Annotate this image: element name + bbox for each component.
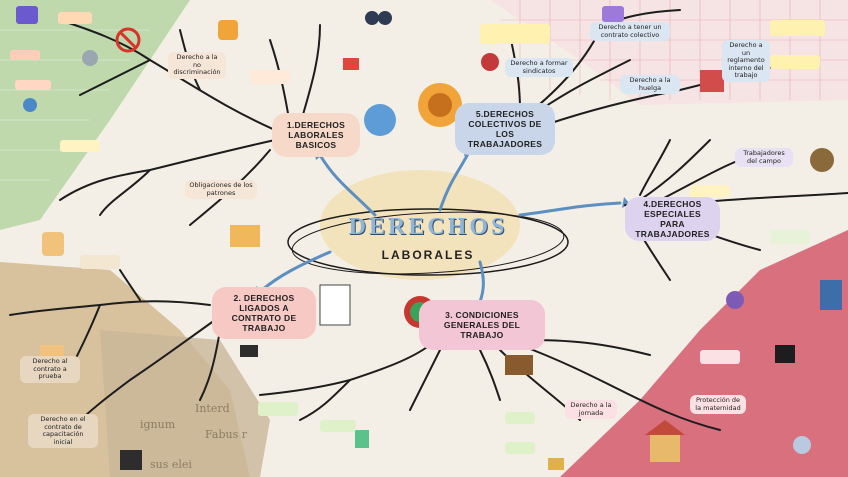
node-derechos-colectivos[interactable]: 5.DERECHOS COLECTIVOS DE LOS TRABAJADORE… xyxy=(455,103,555,155)
note-box xyxy=(58,12,92,24)
branch-capacitacion-inicial[interactable]: Derecho en el contrato de capacitación i… xyxy=(28,414,98,448)
note-box xyxy=(700,350,740,364)
branch-jornada[interactable]: Derecho a la jornada xyxy=(565,400,617,419)
note-box xyxy=(505,412,535,424)
branch-contrato-colectivo[interactable]: Derecho a tener un contrato colectivo xyxy=(590,22,670,41)
branch-trabajadores-campo[interactable]: Trabajadores del campo xyxy=(735,148,793,167)
svg-text:ignum: ignum xyxy=(140,418,176,431)
node-derechos-especiales[interactable]: 4.DERECHOS ESPECIALES PARA TRABAJADORES xyxy=(625,197,720,241)
note-box xyxy=(60,140,100,152)
note-box xyxy=(770,55,820,69)
note-box xyxy=(250,70,290,84)
center-title: DERECHOS xyxy=(348,214,508,240)
branch-formar-sindicatos[interactable]: Derecho a formar sindicatos xyxy=(505,58,573,77)
node-condiciones-generales[interactable]: 3. CONDICIONES GENERALES DEL TRABAJO xyxy=(419,300,545,350)
branch-no-discriminacion[interactable]: Derecho a la no discriminación xyxy=(168,52,226,79)
note-box xyxy=(770,230,810,244)
node-contrato-trabajo[interactable]: 2. DERECHOS LIGADOS A CONTRATO DE TRABAJ… xyxy=(212,287,316,339)
note-box xyxy=(480,24,550,44)
center-subtitle: LABORALES xyxy=(381,248,475,262)
note-box xyxy=(505,442,535,454)
branch-contrato-prueba[interactable]: Derecho al contrato a prueba xyxy=(20,356,80,383)
branch-proteccion-maternidad[interactable]: Protección de la maternidad xyxy=(690,395,746,414)
note-box xyxy=(10,50,40,60)
note-box xyxy=(80,255,120,269)
branch-reglamento-interno[interactable]: Derecho a un reglamento interno del trab… xyxy=(722,40,770,82)
note-box xyxy=(15,80,51,90)
svg-text:Interd: Interd xyxy=(195,402,230,415)
branch-huelga[interactable]: Derecho a la huelga xyxy=(620,75,680,94)
note-box xyxy=(320,420,356,432)
svg-text:sus elei: sus elei xyxy=(150,458,192,471)
note-box xyxy=(770,20,825,36)
note-box xyxy=(258,402,298,416)
node-derechos-basicos[interactable]: 1.DERECHOS LABORALES BASICOS xyxy=(272,113,360,157)
branch-obligaciones-patrones[interactable]: Obligaciones de los patrones xyxy=(185,180,257,199)
svg-text:Fabus r: Fabus r xyxy=(205,428,248,441)
note-box xyxy=(690,185,730,197)
